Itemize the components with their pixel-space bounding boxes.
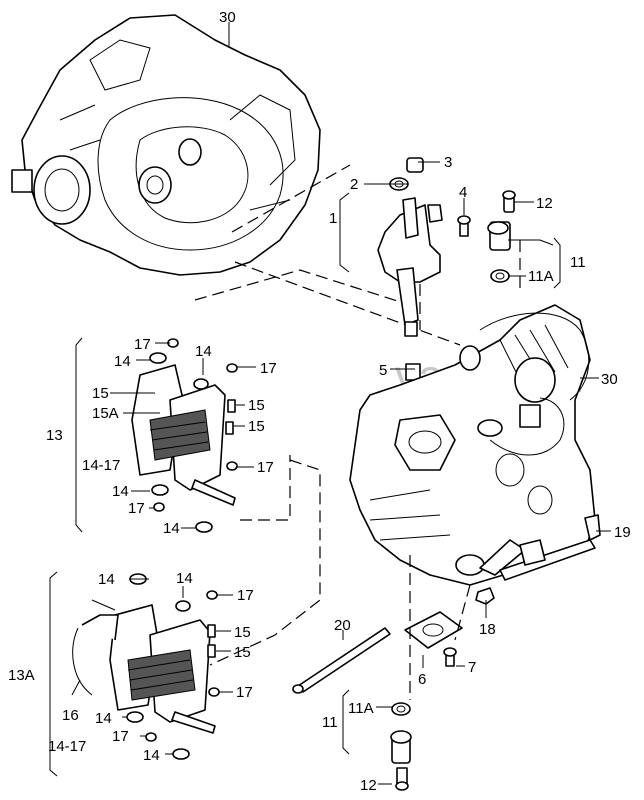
label-13: 13 — [46, 427, 63, 444]
label-14-e: 14 — [98, 571, 115, 588]
label-1: 1 — [329, 210, 337, 227]
shift-fork-assembly-13 — [131, 338, 238, 533]
label-30-top: 30 — [219, 9, 236, 26]
label-14-a: 14 — [114, 353, 131, 370]
bolt-sleeve-upper — [487, 190, 516, 283]
shift-fork-assembly-13A — [72, 573, 220, 760]
label-11-top: 11 — [570, 254, 586, 271]
label-14-g: 14 — [95, 710, 112, 727]
label-15-a: 15 — [92, 385, 109, 402]
bracket-6 — [404, 611, 463, 667]
label-15A: 15A — [92, 405, 119, 422]
label-11A-top: 11A — [528, 268, 554, 285]
label-14-b: 14 — [195, 343, 212, 360]
label-17-f: 17 — [236, 684, 253, 701]
label-15-c: 15 — [248, 418, 265, 435]
label-3: 3 — [444, 154, 452, 171]
transmission-housing-main — [349, 304, 596, 586]
label-13A: 13A — [8, 667, 35, 684]
label-30-right: 30 — [601, 371, 618, 388]
label-12-top: 12 — [536, 195, 553, 212]
label-7: 7 — [468, 659, 476, 676]
label-15-d: 15 — [234, 624, 251, 641]
label-16: 16 — [62, 707, 79, 724]
label-14-c: 14 — [112, 483, 129, 500]
callout-labels: 30 3 2 4 12 1 11 11A 30 5 17 14 14 17 15… — [8, 9, 631, 794]
label-11-bottom: 11 — [322, 714, 338, 731]
label-14-d: 14 — [163, 520, 180, 537]
rod-20 — [297, 627, 391, 693]
label-15-e: 15 — [234, 644, 251, 661]
label-4: 4 — [459, 184, 467, 201]
label-14-h: 14 — [143, 747, 160, 764]
label-14-17-a: 14-17 — [82, 457, 120, 474]
label-18: 18 — [479, 621, 496, 638]
label-5: 5 — [379, 362, 387, 379]
nut-18 — [475, 587, 495, 605]
label-11A-bottom: 11A — [348, 700, 374, 717]
label-2: 2 — [350, 176, 358, 193]
label-17-d: 17 — [128, 500, 145, 517]
label-17-b: 17 — [260, 360, 277, 377]
label-17-e: 17 — [237, 587, 254, 604]
bolt-sleeve-lower — [390, 702, 412, 791]
label-17-a: 17 — [134, 336, 151, 353]
leader-lines — [49, 22, 611, 785]
label-19: 19 — [614, 524, 631, 541]
label-6: 6 — [418, 671, 426, 688]
shift-selector-assembly — [377, 157, 471, 337]
label-15-b: 15 — [248, 397, 265, 414]
label-14-f: 14 — [176, 570, 193, 587]
transmission-housing-top — [11, 14, 321, 276]
part-5-bushing — [405, 363, 421, 381]
shift-rod-19 — [499, 514, 601, 581]
label-12-bottom: 12 — [360, 777, 377, 794]
label-17-c: 17 — [257, 459, 274, 476]
label-17-g: 17 — [112, 728, 129, 745]
label-14-17-b: 14-17 — [48, 738, 86, 755]
label-20: 20 — [334, 617, 351, 634]
